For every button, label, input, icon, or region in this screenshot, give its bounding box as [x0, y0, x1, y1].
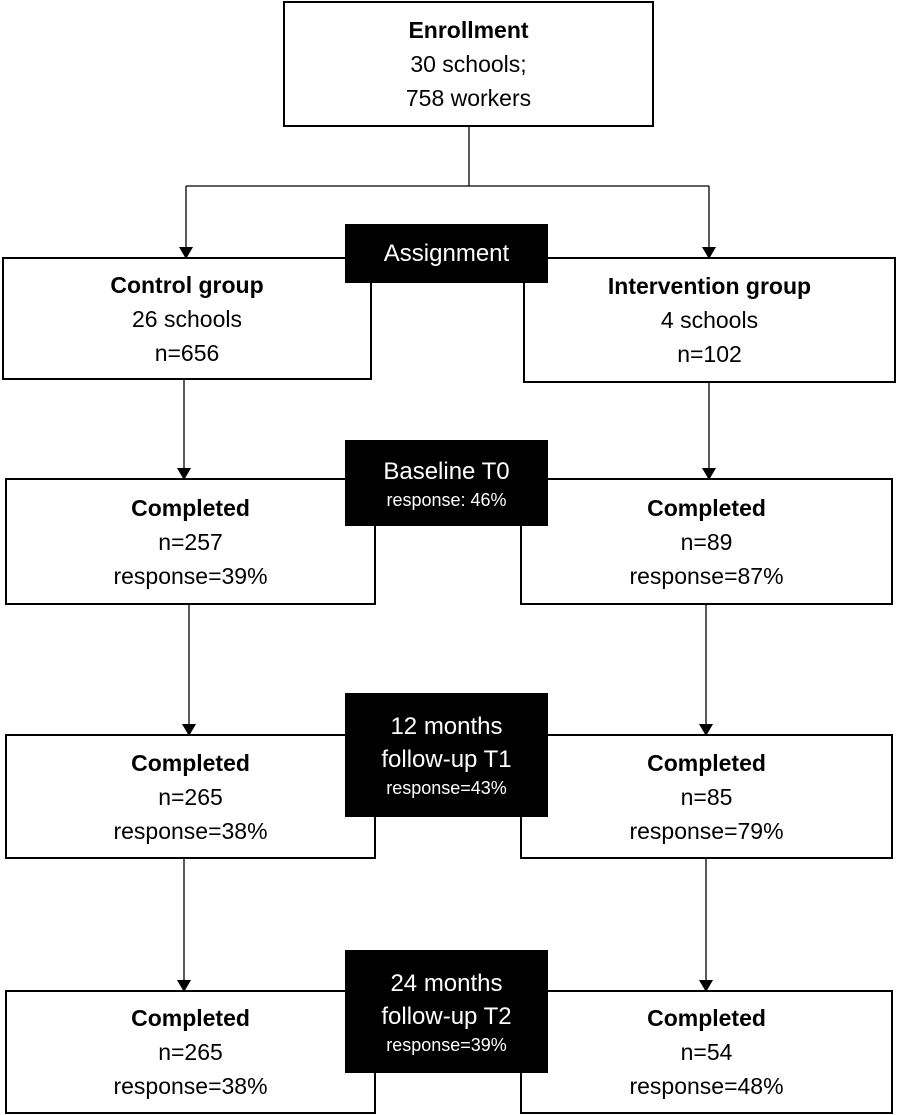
control-t1-n: n=265: [158, 783, 223, 810]
intervention-t2-response: response=48%: [629, 1073, 784, 1099]
control-t0-response: response=39%: [113, 562, 268, 589]
control-t0-n: n=257: [158, 528, 223, 555]
intervention-t2-title: Completed: [647, 1005, 766, 1031]
control-t2-box: Completed n=265 response=38%: [5, 990, 376, 1114]
enrollment-workers: 758 workers: [405, 85, 532, 111]
control-group-box: Control group 26 schools n=656: [2, 257, 372, 380]
control-t2-response: response=38%: [113, 1073, 268, 1099]
intervention-t1-n: n=85: [680, 783, 733, 810]
followup-t2-response: response=39%: [386, 1034, 507, 1055]
baseline-t0-response: response: 46%: [386, 489, 507, 510]
intervention-group-schools: 4 schools: [660, 307, 759, 333]
intervention-group-title: Intervention group: [607, 273, 812, 299]
intervention-t0-title: Completed: [647, 494, 766, 521]
followup-t2-label: 24 months follow-up T2 response=39%: [345, 950, 548, 1073]
control-t0-box: Completed n=257 response=39%: [5, 478, 376, 605]
intervention-t1-response: response=79%: [629, 817, 784, 844]
followup-t1-label: 12 months follow-up T1 response=43%: [345, 693, 548, 817]
baseline-t0-title: Baseline T0: [383, 457, 510, 485]
control-t0-title: Completed: [131, 494, 250, 521]
followup-t1-title-line1: 12 months: [390, 713, 503, 740]
intervention-t2-box: Completed n=54 response=48%: [520, 990, 893, 1114]
control-t1-title: Completed: [131, 749, 250, 776]
control-group-n: n=656: [154, 339, 220, 366]
intervention-t1-title: Completed: [647, 749, 766, 776]
enrollment-title: Enrollment: [408, 17, 529, 43]
control-group-title: Control group: [110, 271, 264, 298]
control-t1-response: response=38%: [113, 817, 268, 844]
followup-t1-response: response=43%: [386, 778, 507, 798]
intervention-t2-n: n=54: [680, 1039, 733, 1065]
intervention-t0-response: response=87%: [629, 562, 784, 589]
intervention-group-box: Intervention group 4 schools n=102: [523, 257, 896, 383]
control-t2-title: Completed: [131, 1005, 250, 1031]
followup-t2-title-line2: follow-up T2: [381, 1002, 512, 1030]
assignment-title: Assignment: [383, 240, 510, 267]
intervention-t1-box: Completed n=85 response=79%: [520, 734, 893, 859]
control-t2-n: n=265: [158, 1039, 223, 1065]
control-group-schools: 26 schools: [132, 305, 242, 332]
baseline-t0-label: Baseline T0 response: 46%: [345, 440, 548, 526]
intervention-t0-n: n=89: [680, 528, 733, 555]
intervention-group-n: n=102: [677, 341, 742, 367]
control-t1-box: Completed n=265 response=38%: [5, 734, 376, 859]
followup-t1-title-line2: follow-up T1: [381, 746, 512, 773]
enrollment-box: Enrollment 30 schools; 758 workers: [283, 1, 654, 127]
assignment-label: Assignment: [345, 224, 548, 283]
followup-t2-title-line1: 24 months: [390, 969, 503, 997]
enrollment-schools: 30 schools;: [410, 51, 527, 77]
intervention-t0-box: Completed n=89 response=87%: [520, 478, 893, 605]
